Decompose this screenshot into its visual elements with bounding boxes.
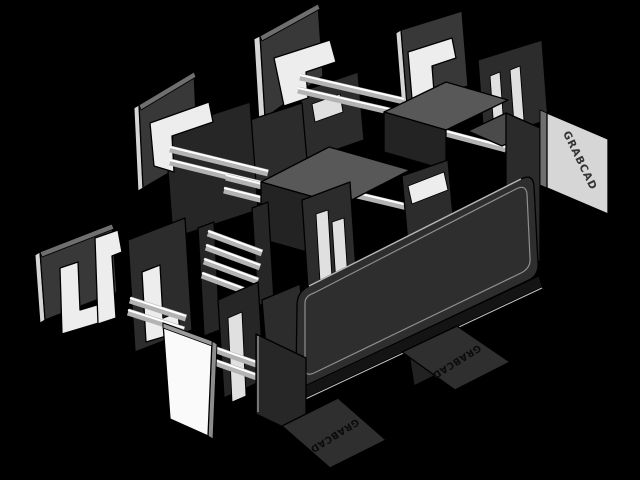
- clip-left[interactable]: [149, 101, 214, 173]
- panel-top-edge: [162, 322, 213, 347]
- rod: [299, 73, 405, 105]
- corner-clip: [149, 101, 214, 173]
- clip-arm: [407, 171, 449, 205]
- foot-pad: [401, 325, 511, 391]
- base-panel[interactable]: [295, 176, 543, 403]
- rod-highlight: [127, 309, 185, 329]
- rod: [202, 257, 260, 285]
- rod: [128, 296, 188, 322]
- rod: [204, 243, 262, 271]
- base-panel-face: [295, 176, 539, 388]
- rod: [169, 145, 269, 177]
- rod-highlight: [437, 128, 507, 148]
- rod: [297, 86, 403, 118]
- plate-bevel-top: [259, 3, 321, 42]
- rod-highlight: [297, 87, 403, 113]
- rod-highlight: [203, 258, 259, 280]
- corner-clip: [273, 39, 337, 107]
- white-panel[interactable]: [162, 322, 218, 440]
- rod-highlight: [169, 146, 269, 172]
- rod-highlight: [129, 297, 187, 317]
- rod: [437, 127, 507, 153]
- rod: [206, 229, 264, 257]
- rod-highlight: [207, 230, 263, 252]
- foot-pad: [281, 397, 387, 469]
- plate-bevel-top: [138, 71, 197, 111]
- flag-bracket-upper[interactable]: [383, 81, 509, 171]
- panel-edge-highlight: [308, 178, 522, 287]
- rod-highlight: [299, 74, 405, 100]
- engraved-panel-face: [546, 112, 609, 215]
- clip-top-center[interactable]: [273, 39, 337, 107]
- rod-highlight: [205, 244, 261, 266]
- panel-fold-edge: [539, 109, 548, 189]
- left-leg[interactable]: [255, 333, 307, 439]
- plate-bevel-top: [39, 223, 115, 258]
- right-foot[interactable]: GRABCAD: [401, 325, 511, 391]
- frame-post: [509, 65, 525, 125]
- corner-clip: [94, 229, 123, 325]
- left-foot[interactable]: GRABCAD: [281, 397, 387, 469]
- panel-inner-outline: [304, 186, 531, 375]
- clips-bottom-left[interactable]: [59, 229, 123, 335]
